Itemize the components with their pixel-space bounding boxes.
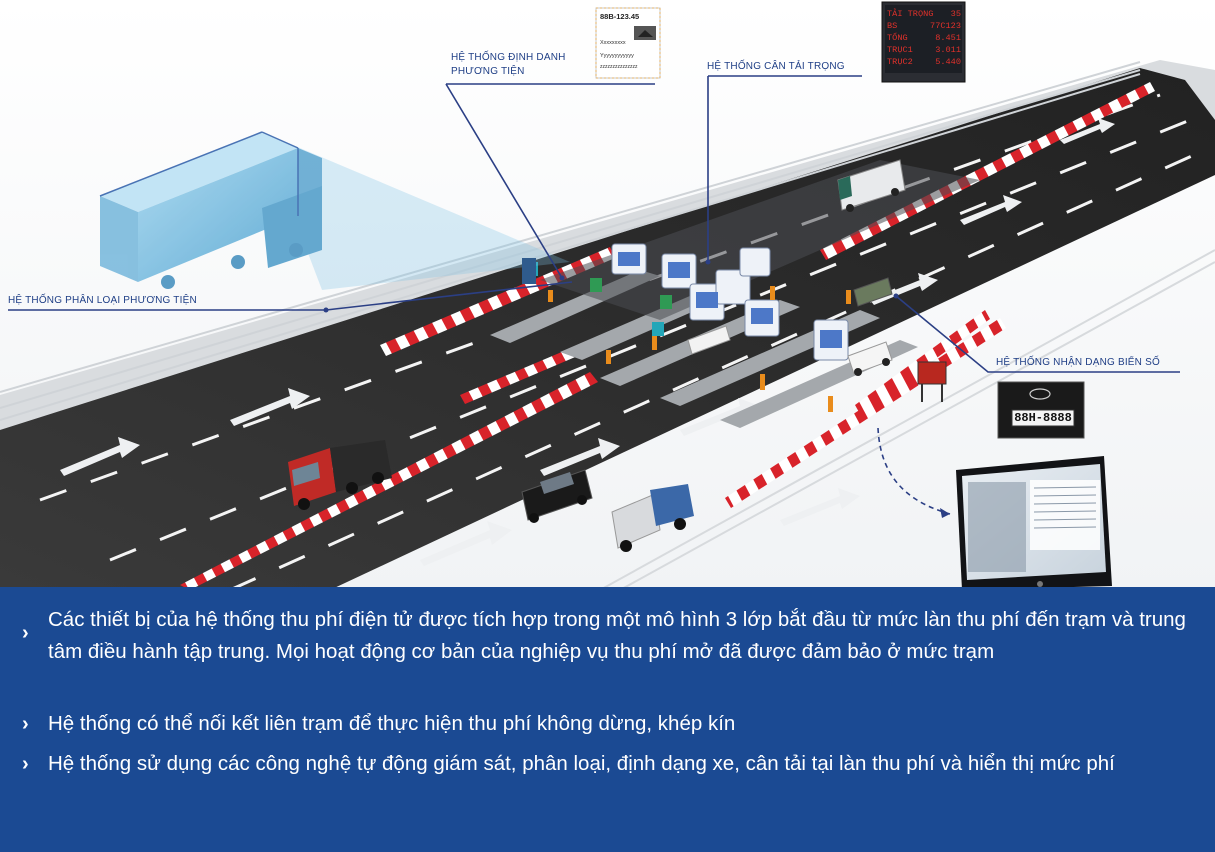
right-guard-rail	[599, 249, 1215, 590]
id-card-line3: zzzzzzzzzzzzzzz	[600, 64, 638, 70]
weigh-row-value: 77C123	[930, 21, 961, 31]
toll-plaza-illustration	[0, 0, 1215, 590]
scanned-truck	[99, 131, 570, 290]
truck-red	[288, 440, 392, 510]
truck-blue-pickup	[611, 484, 694, 552]
bullet-item: › Các thiết bị của hệ thống thu phí điện…	[22, 604, 1197, 668]
chevron-right-icon: ›	[22, 753, 29, 775]
car-white-1	[687, 325, 731, 355]
bullet-item: › Hệ thống sử dụng các công nghệ tự động…	[22, 748, 1197, 780]
boom-posts	[548, 286, 851, 412]
computer-link	[877, 427, 951, 515]
car-white-2	[847, 341, 893, 376]
chevron-right-icon: ›	[22, 713, 29, 735]
bullet-text: Hệ thống có thể nối kết liên trạm để thự…	[48, 712, 736, 735]
callout-identification: HỆ THỐNG ĐỊNH DANH PHƯƠNG TIỆN	[451, 52, 566, 77]
weigh-row: TẢI TRỌNG 35	[887, 8, 961, 20]
left-guard-rail	[0, 61, 1141, 421]
chevron-right-icon: ›	[22, 622, 29, 644]
car-black	[521, 469, 593, 523]
weigh-row-value: 8.451	[935, 33, 961, 43]
weigh-row-value: 5.440	[935, 57, 961, 67]
far-truck	[837, 159, 906, 212]
computer-monitor	[956, 456, 1112, 590]
id-card-line2: Yyyyyyyyyyyy	[600, 53, 634, 59]
weigh-row-value: 3.011	[935, 45, 961, 55]
toll-booths	[611, 243, 849, 361]
car-green	[853, 277, 893, 307]
weigh-row-label: TRỤC2	[887, 57, 913, 67]
weigh-row: BS 77C123	[887, 20, 961, 32]
bullet-text: Hệ thống sử dụng các công nghệ tự động g…	[48, 752, 1115, 775]
weigh-row-label: BS	[887, 21, 898, 31]
weigh-row: TRỤC1 3.011	[887, 44, 961, 56]
classification-camera	[522, 258, 536, 284]
weigh-display-rows: TẢI TRỌNG 35 BS 77C123 TỔNG 8.451 TRỤC1 …	[887, 8, 961, 68]
road-barriers	[180, 82, 1155, 590]
lane-arrows	[60, 118, 1115, 566]
weigh-row-value: 35	[950, 9, 961, 19]
id-card-plate: 88B-123.45	[600, 12, 640, 21]
weigh-row: TRỤC2 5.440	[887, 56, 961, 68]
license-plate-text: 88H-8888	[1014, 411, 1072, 425]
callout-weighing: HỆ THỐNG CÂN TẢI TRỌNG	[707, 61, 845, 72]
weigh-row: TỔNG 8.451	[887, 32, 961, 44]
id-card-line1: Xxxxxxxxx	[600, 40, 626, 46]
weigh-row-label: TRỤC1	[887, 45, 913, 55]
bullet-item: › Hệ thống có thể nối kết liên trạm để t…	[22, 708, 1197, 740]
bullet-text: Các thiết bị của hệ thống thu phí điện t…	[48, 608, 1186, 663]
callout-classification: HỆ THỐNG PHÂN LOẠI PHƯƠNG TIỆN	[8, 295, 197, 306]
weigh-row-label: TẢI TRỌNG	[887, 9, 934, 19]
info-panel: › Các thiết bị của hệ thống thu phí điện…	[0, 587, 1215, 852]
weigh-row-label: TỔNG	[887, 33, 908, 43]
plate-photo	[997, 381, 1085, 439]
roadside-sign	[917, 361, 947, 402]
id-card-panel	[595, 7, 661, 79]
weigh-display-panel	[881, 1, 966, 83]
callout-plate-recognition: HỆ THỐNG NHẬN DẠNG BIỂN SỐ	[996, 357, 1160, 368]
